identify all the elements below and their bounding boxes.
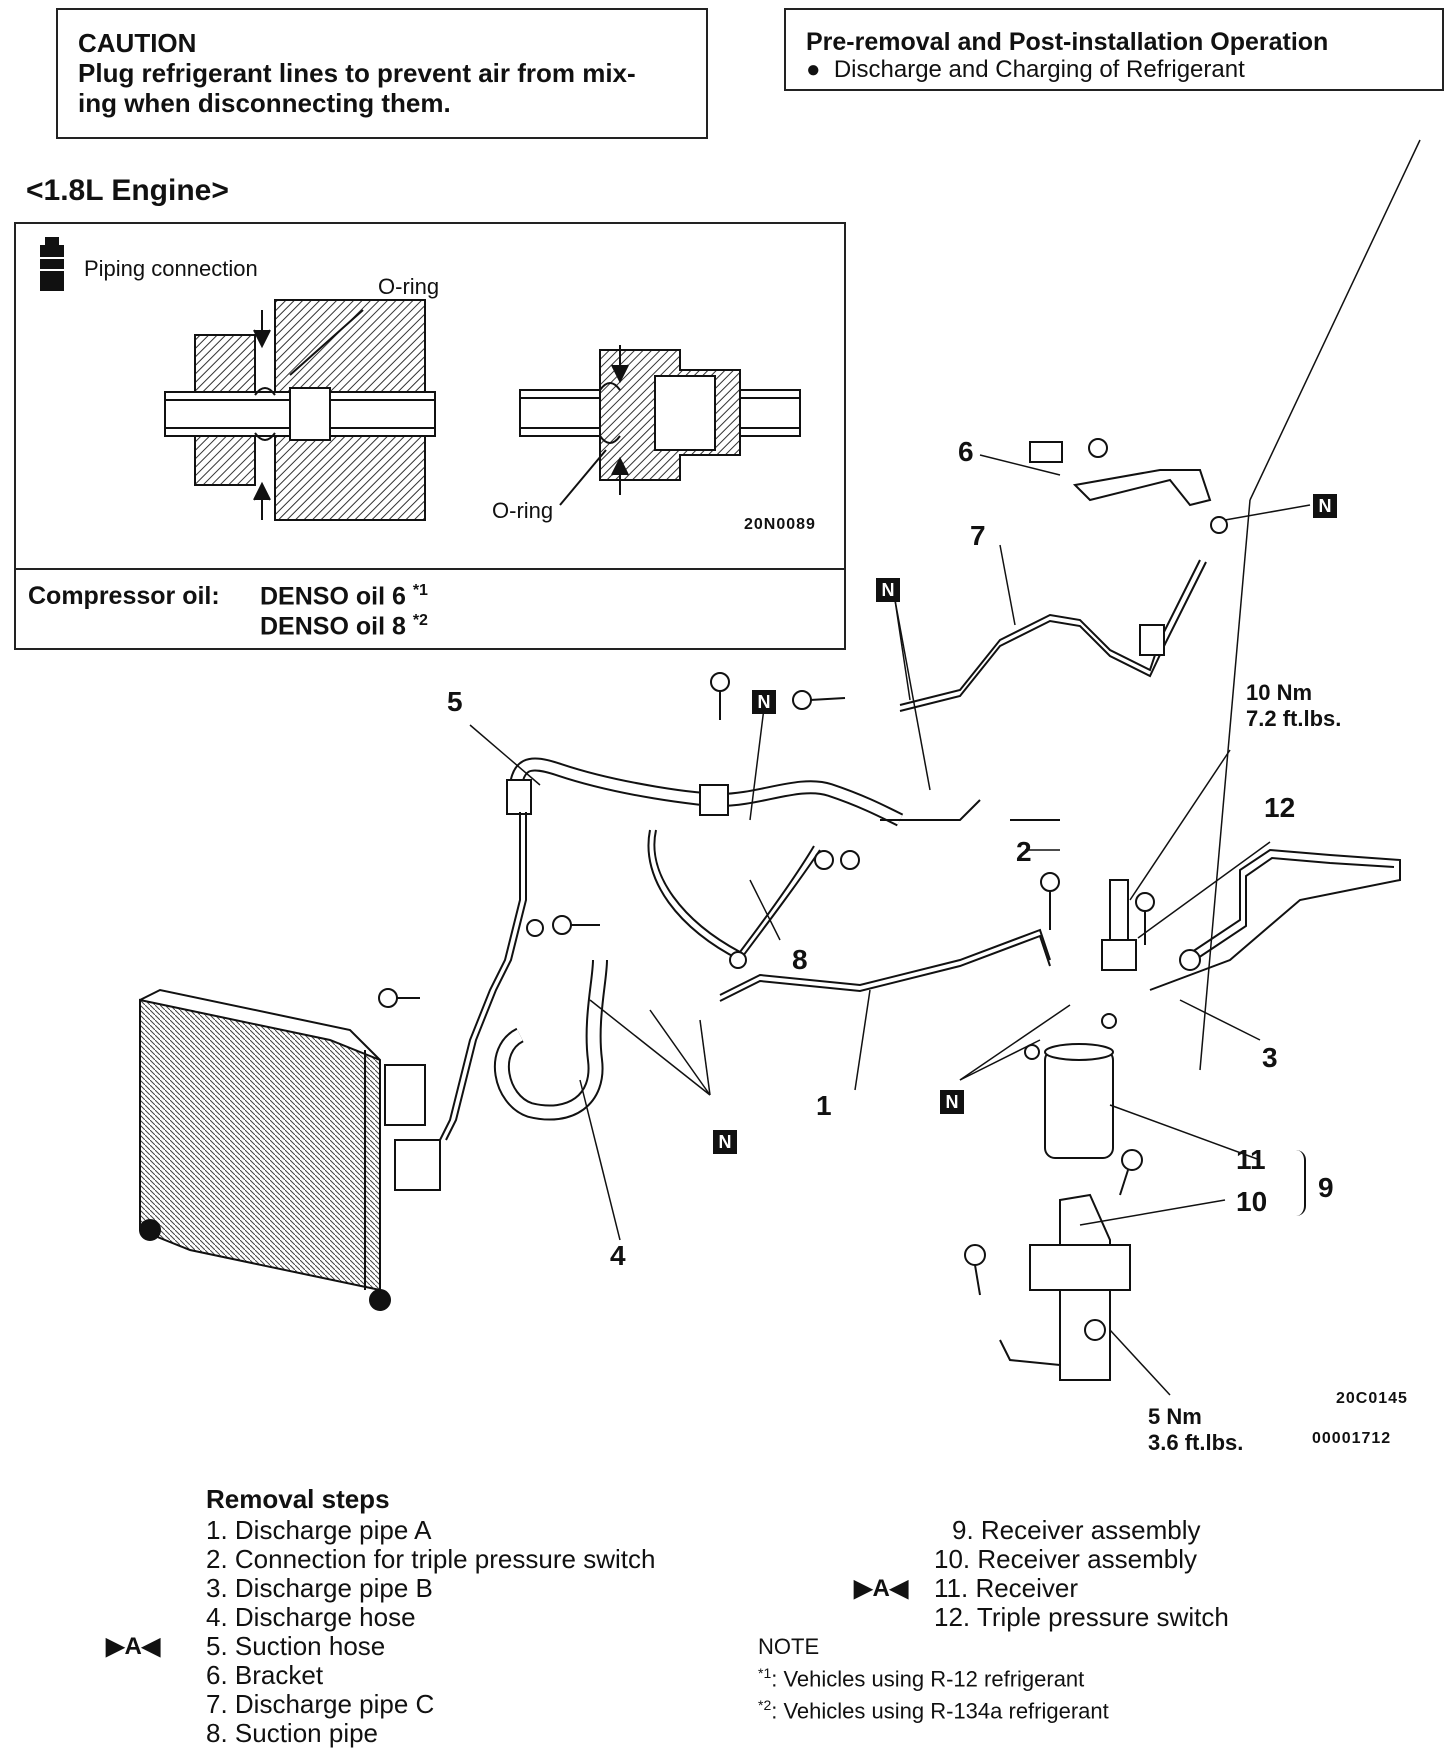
callout-9: 9 (1318, 1172, 1334, 1203)
n-mark-3: N (752, 690, 776, 714)
note-2-mark: *2 (758, 1697, 772, 1714)
refrigerant-lines (439, 559, 1401, 1141)
note-2-text: : Vehicles using R-134a refrigerant (771, 1698, 1109, 1724)
fasteners (378, 516, 1228, 1341)
condenser (139, 988, 441, 1311)
step-9: 9. Receiver assembly (952, 1515, 1201, 1545)
removal-steps-left: 1. Discharge pipe A 2. Connection for tr… (206, 1516, 655, 1748)
inset-code: 20N0089 (744, 516, 816, 533)
inset-divider (16, 568, 844, 570)
torque-2-nm: 5 Nm (1148, 1404, 1202, 1429)
step-5: 5. Suction hose (206, 1631, 386, 1661)
note-heading: NOTE (758, 1634, 820, 1659)
caution-line-1: Plug refrigerant lines to prevent air fr… (78, 58, 636, 88)
diagram-code-2: 00001712 (1312, 1430, 1392, 1447)
oil-1: DENSO oil 6 (260, 582, 406, 611)
engine-label: <1.8L Engine> (26, 174, 229, 207)
step-8: 8. Suction pipe (206, 1718, 379, 1748)
piping-connection-title: Piping connection (84, 256, 258, 281)
note-1: *1: Vehicles using R-12 refrigerant (758, 1660, 1109, 1692)
step-11-marker: ▶A◀ (854, 1575, 909, 1602)
leader-lines (469, 139, 1421, 1396)
removal-steps-right: 9. Receiver assembly 10. Receiver assemb… (934, 1516, 1229, 1632)
caution-heading: CAUTION (78, 28, 197, 58)
note-1-mark: *1 (758, 1665, 772, 1681)
callout-10: 10 (1236, 1186, 1268, 1217)
n-mark-5: N (713, 1130, 737, 1154)
oil-line-2: DENSO oil 8 *2 (260, 612, 428, 641)
pre-removal-heading: Pre-removal and Post-installation Operat… (806, 28, 1329, 56)
oil-1-mark: *1 (412, 582, 428, 599)
callout-4: 4 (610, 1240, 626, 1271)
callout-7: 7 (970, 520, 986, 551)
callout-1: 1 (816, 1090, 832, 1121)
step-2: 2. Connection for triple pressure switch (206, 1544, 656, 1574)
step-11: 11. Receiver (934, 1573, 1079, 1603)
n-mark-2: N (876, 578, 900, 602)
oil-line-1: DENSO oil 6 *1 (260, 582, 428, 611)
step-12: 12. Triple pressure switch (934, 1602, 1229, 1632)
caution-line-2: ing when disconnecting them. (78, 88, 451, 118)
triple-pressure-switch (1101, 879, 1201, 971)
oring-label-top: O-ring (378, 274, 440, 299)
callout-11: 11 (1236, 1144, 1266, 1175)
compressor-oil-label: Compressor oil: (28, 582, 220, 610)
step-5-marker: ▶A◀ (106, 1633, 161, 1660)
step-6: 6. Bracket (206, 1660, 324, 1690)
receiver-assembly-brace (1296, 1150, 1306, 1216)
step-1: 1. Discharge pipe A (206, 1515, 432, 1545)
step-3: 3. Discharge pipe B (206, 1573, 433, 1603)
step-10: 10. Receiver assembly (934, 1544, 1197, 1574)
o-ring-connection-right (519, 345, 801, 506)
diagram-code-1: 20C0145 (1336, 1390, 1408, 1407)
caution-box: CAUTION Plug refrigerant lines to preven… (56, 8, 708, 139)
callout-3: 3 (1262, 1042, 1278, 1073)
n-mark-1: N (1313, 494, 1337, 518)
pre-removal-item-text: Discharge and Charging of Refrigerant (833, 56, 1245, 83)
callout-12: 12 (1264, 792, 1296, 823)
torque-2: 5 Nm 3.6 ft.lbs. (1148, 1404, 1243, 1456)
torque-1-ftlbs: 7.2 ft.lbs. (1246, 706, 1342, 731)
callout-2: 2 (1016, 836, 1032, 867)
oring-label-bottom: O-ring (492, 498, 554, 523)
callout-6: 6 (958, 436, 974, 467)
bracket (1029, 438, 1212, 507)
n-mark-4: N (940, 1090, 964, 1114)
o-ring-connection-left (164, 299, 436, 521)
callout-8: 8 (792, 944, 808, 975)
note-block: NOTE *1: Vehicles using R-12 refrigerant… (758, 1634, 1109, 1725)
step-4: 4. Discharge hose (206, 1602, 416, 1632)
oil-2-mark: *2 (412, 612, 428, 629)
note-1-text: : Vehicles using R-12 refrigerant (771, 1666, 1085, 1692)
oil-2: DENSO oil 8 (260, 612, 406, 641)
note-2: *2: Vehicles using R-134a refrigerant (758, 1692, 1109, 1724)
torque-1-nm: 10 Nm (1246, 680, 1313, 705)
step-7: 7. Discharge pipe C (206, 1689, 435, 1719)
pre-removal-item: ● Discharge and Charging of Refrigerant (806, 56, 1245, 83)
callout-5: 5 (447, 686, 463, 717)
torque-2-ftlbs: 3.6 ft.lbs. (1148, 1430, 1244, 1455)
torque-1: 10 Nm 7.2 ft.lbs. (1246, 680, 1341, 732)
oil-bottle-icon (40, 237, 64, 291)
removal-steps-heading: Removal steps (206, 1484, 390, 1514)
pre-removal-box: Pre-removal and Post-installation Operat… (784, 8, 1444, 91)
